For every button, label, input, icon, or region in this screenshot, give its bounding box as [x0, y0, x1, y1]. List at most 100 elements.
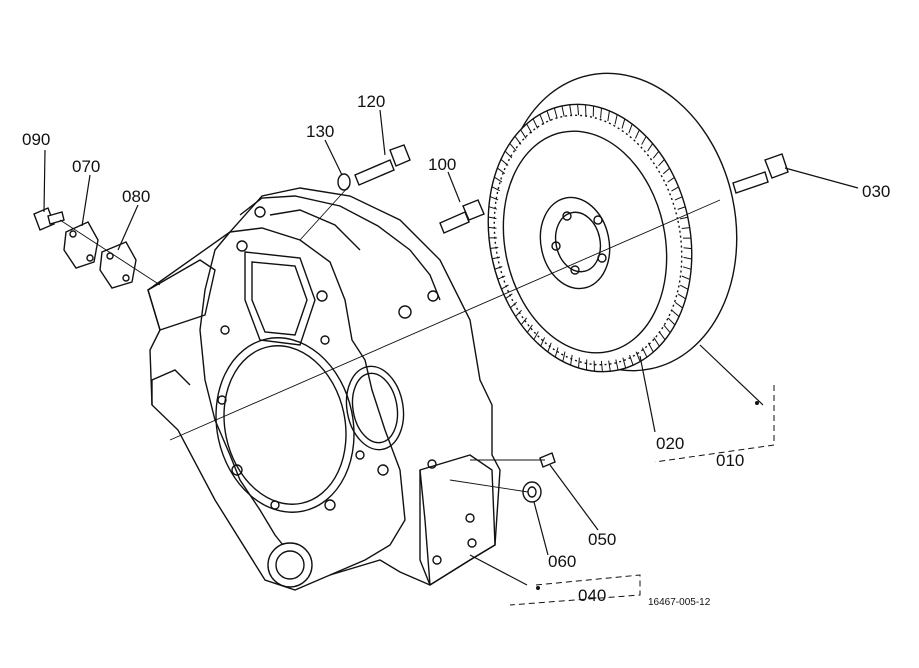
- gear-tooth: [652, 150, 660, 159]
- gear-tooth: [510, 301, 518, 309]
- gear-tooth: [674, 301, 683, 309]
- gear-tooth: [504, 150, 513, 159]
- dowel-pin: [539, 452, 556, 468]
- gear-tooth: [677, 293, 686, 300]
- gear-tooth: [539, 114, 545, 125]
- callout-090: 090: [22, 130, 50, 149]
- assembly-lines: [59, 184, 721, 493]
- callout-130: 130: [306, 122, 334, 141]
- flywheel-bolt: [732, 153, 789, 194]
- bracket-dot-040: [536, 586, 540, 590]
- gear-tooth: [490, 247, 499, 249]
- callout-100: 100: [428, 155, 456, 174]
- gear-tooth: [658, 331, 666, 341]
- gear-tooth: [532, 118, 539, 129]
- gear-tooth: [679, 284, 689, 290]
- gear-tooth: [505, 293, 513, 299]
- gear-tooth: [553, 107, 558, 119]
- flywheel: [487, 72, 738, 373]
- cover-plate-070: [63, 221, 99, 269]
- gear-tooth: [501, 284, 509, 290]
- gear-tooth: [578, 357, 580, 368]
- gear-tooth: [641, 347, 648, 358]
- gear-tooth: [515, 309, 522, 317]
- callout-030: 030: [862, 182, 890, 201]
- gear-tooth: [526, 123, 533, 134]
- gear-tooth: [629, 354, 634, 366]
- cover-bolt: [33, 207, 65, 231]
- gear-tooth: [554, 347, 559, 358]
- callout-080: 080: [122, 187, 150, 206]
- gear-tooth: [497, 275, 506, 280]
- gear-tooth: [509, 143, 517, 152]
- gear-tooth: [667, 317, 676, 326]
- gear-tooth: [526, 324, 533, 333]
- gear-tooth: [547, 342, 552, 353]
- gear-tooth: [683, 247, 692, 250]
- gasket-080: [99, 241, 137, 289]
- gear-tooth: [621, 118, 626, 129]
- gear-tooth: [607, 110, 610, 122]
- group-brackets: [509, 385, 775, 606]
- collar: [522, 481, 542, 503]
- gear-tooth: [494, 266, 503, 270]
- ring-gear-teeth: [488, 104, 692, 372]
- leader-lines: [43, 109, 859, 586]
- gear-tooth: [577, 104, 580, 116]
- callout-040: 040: [578, 586, 606, 605]
- gear-tooth: [561, 105, 565, 117]
- gear-tooth: [683, 256, 692, 260]
- gear-tooth: [600, 360, 603, 372]
- gear-tooth: [667, 177, 675, 183]
- drawing-code: 16467-005-12: [648, 597, 711, 608]
- gear-tooth: [546, 110, 551, 122]
- housing-bolt-short: [439, 199, 485, 234]
- callout-060: 060: [548, 552, 576, 571]
- callout-020: 020: [656, 434, 684, 453]
- spring-washer: [337, 173, 351, 191]
- gear-tooth: [608, 360, 611, 372]
- gear-tooth: [569, 104, 572, 116]
- gear-tooth: [674, 196, 683, 201]
- gear-tooth: [663, 324, 671, 333]
- gear-tooth: [614, 114, 618, 125]
- gear-tooth: [647, 342, 654, 353]
- gear-tooth: [641, 136, 647, 145]
- gear-tooth: [488, 206, 498, 210]
- gear-tooth: [679, 216, 688, 220]
- gear-tooth: [615, 359, 619, 371]
- gear-tooth: [520, 317, 528, 326]
- gear-tooth: [497, 167, 506, 175]
- housing-bolt-long: [354, 144, 411, 186]
- callout-010: 010: [716, 451, 744, 470]
- callout-120: 120: [357, 92, 385, 111]
- gear-tooth: [520, 129, 527, 139]
- callout-050: 050: [588, 530, 616, 549]
- gear-tooth: [492, 256, 501, 260]
- gear-tooth: [562, 351, 566, 362]
- gear-tooth: [488, 216, 497, 220]
- gear-tooth: [671, 186, 679, 192]
- gear-tooth: [681, 227, 690, 229]
- gear-tooth: [540, 337, 546, 347]
- gear-tooth: [488, 226, 497, 229]
- gear-tooth: [500, 158, 509, 166]
- gear-tooth: [635, 351, 641, 362]
- gear-tooth: [681, 275, 691, 280]
- gear-tooth: [682, 266, 692, 270]
- bracket-dot-010: [755, 401, 759, 405]
- gear-tooth: [662, 167, 670, 175]
- gear-tooth: [600, 108, 602, 119]
- callout-070: 070: [72, 157, 100, 176]
- gear-tooth: [628, 123, 633, 134]
- gear-tooth: [491, 186, 501, 192]
- gear-tooth: [647, 143, 654, 152]
- gear-tooth: [634, 129, 640, 139]
- gear-tooth: [658, 159, 665, 167]
- gear-tooth: [514, 135, 522, 145]
- gear-tooth: [653, 337, 660, 347]
- flywheel-housing: [147, 187, 501, 591]
- gear-tooth: [533, 331, 539, 340]
- gear-tooth: [671, 310, 680, 318]
